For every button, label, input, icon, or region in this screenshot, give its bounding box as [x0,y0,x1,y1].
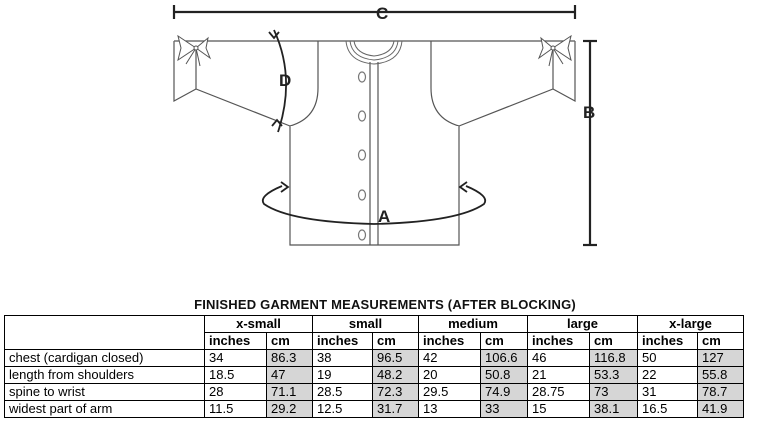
button [357,110,367,122]
cell-inches: 21 [527,366,590,384]
dimension-b [583,39,597,247]
table-row: widest part of arm 11.5 29.2 12.5 31.7 1… [4,400,744,418]
cell-inches: 28 [204,383,267,401]
cell-cm: 71.1 [266,383,313,401]
unit-header: inches [527,332,590,350]
cell-cm: 48.2 [372,366,419,384]
size-header: medium [418,315,528,333]
cell-inches: 28.75 [527,383,590,401]
cell-inches: 13 [418,400,481,418]
button [357,189,367,201]
header-corner [4,315,205,350]
table-title: FINISHED GARMENT MEASUREMENTS (AFTER BLO… [194,297,576,312]
unit-header: cm [372,332,419,350]
cell-cm: 127 [697,349,744,367]
unit-header: inches [418,332,481,350]
button [357,71,367,83]
cell-inches: 46 [527,349,590,367]
cell-cm: 29.2 [266,400,313,418]
unit-header: cm [589,332,638,350]
row-label: chest (cardigan closed) [4,349,205,367]
cell-cm: 74.9 [480,383,528,401]
measurements-table: x-small small medium large x-large inche… [4,315,744,418]
cell-inches: 31 [637,383,698,401]
size-header-row: x-small small medium large x-large [4,315,744,350]
cell-inches: 22 [637,366,698,384]
cell-cm: 116.8 [589,349,638,367]
cell-cm: 96.5 [372,349,419,367]
dimension-d [268,29,287,133]
size-header: small [312,315,419,333]
button [357,229,367,241]
dimension-a [261,181,487,225]
cell-inches: 34 [204,349,267,367]
dimension-c [172,5,577,19]
cell-cm: 33 [480,400,528,418]
unit-header: cm [266,332,313,350]
cell-inches: 12.5 [312,400,373,418]
size-header: x-large [637,315,744,333]
unit-header: cm [480,332,528,350]
unit-header: inches [637,332,698,350]
cell-cm: 47 [266,366,313,384]
unit-header: inches [204,332,267,350]
cell-cm: 72.3 [372,383,419,401]
size-header: x-small [204,315,313,333]
cell-cm: 55.8 [697,366,744,384]
button [357,149,367,161]
table-row: length from shoulders 18.5 47 19 48.2 20… [4,366,744,384]
label-a: A [378,207,390,226]
cell-cm: 78.7 [697,383,744,401]
cell-inches: 28.5 [312,383,373,401]
cell-cm: 41.9 [697,400,744,418]
cell-cm: 38.1 [589,400,638,418]
right-sleeve-bow-icon [537,34,572,67]
button-row [357,71,367,241]
cell-cm: 53.3 [589,366,638,384]
cell-cm: 86.3 [266,349,313,367]
label-c: C [376,4,388,23]
cell-inches: 29.5 [418,383,481,401]
cell-inches: 20 [418,366,481,384]
cell-cm: 31.7 [372,400,419,418]
label-b: B [583,103,595,122]
table-row: chest (cardigan closed) 34 86.3 38 96.5 … [4,349,744,367]
cell-cm: 73 [589,383,638,401]
cell-inches: 19 [312,366,373,384]
row-label: widest part of arm [4,400,205,418]
cardigan-schematic: C [172,4,597,247]
cell-cm: 106.6 [480,349,528,367]
table-row: spine to wrist 28 71.1 28.5 72.3 29.5 74… [4,383,744,401]
cell-inches: 15 [527,400,590,418]
unit-header: cm [697,332,744,350]
row-label: spine to wrist [4,383,205,401]
cell-inches: 18.5 [204,366,267,384]
cell-inches: 38 [312,349,373,367]
cell-cm: 50.8 [480,366,528,384]
unit-header: inches [312,332,373,350]
row-label: length from shoulders [4,366,205,384]
cell-inches: 11.5 [204,400,267,418]
cell-inches: 16.5 [637,400,698,418]
label-d: D [279,71,291,90]
cell-inches: 50 [637,349,698,367]
neckline-band [345,40,403,65]
left-sleeve-bow-icon [177,34,212,67]
size-header: large [527,315,638,333]
cell-inches: 42 [418,349,481,367]
garment-outline [173,40,576,246]
